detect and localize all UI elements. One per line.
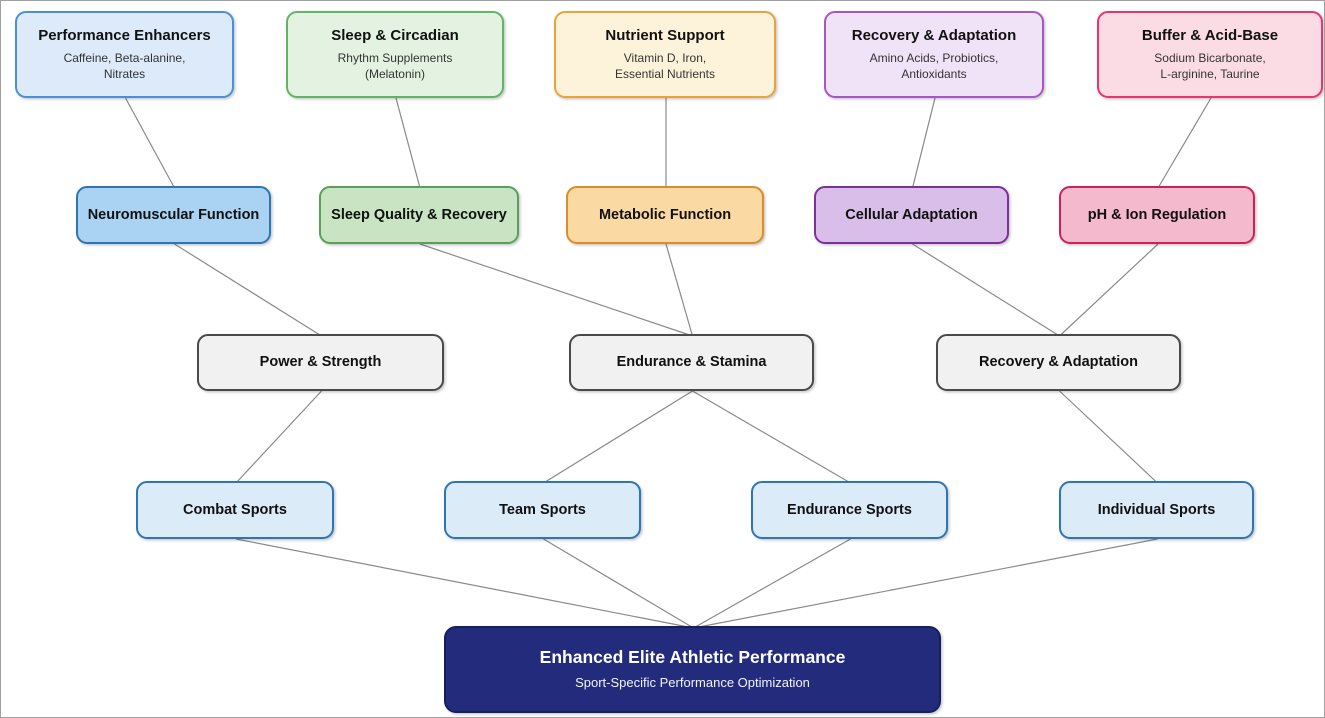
node-title: Buffer & Acid-Base: [1141, 26, 1279, 44]
node-combat-sports: Combat Sports: [136, 481, 334, 539]
node-title: Nutrient Support: [605, 26, 725, 44]
node-endurance-sports: Endurance Sports: [751, 481, 948, 539]
node-neuromuscular-function: Neuromuscular Function: [76, 186, 271, 244]
node-recovery-adaptation-supplements: Recovery & Adaptation Amino Acids, Probi…: [824, 11, 1044, 98]
node-title: Enhanced Elite Athletic Performance: [539, 647, 846, 668]
node-title: Endurance Sports: [787, 501, 912, 518]
node-performance-enhancers: Performance Enhancers Caffeine, Beta-ala…: [15, 11, 234, 98]
node-subtitle: Caffeine, Beta-alanine, Nitrates: [63, 50, 186, 81]
node-title: Team Sports: [499, 501, 586, 518]
node-sleep-circadian: Sleep & Circadian Rhythm Supplements (Me…: [286, 11, 504, 98]
node-title: Power & Strength: [259, 354, 382, 371]
node-buffer-acid-base: Buffer & Acid-Base Sodium Bicarbonate, L…: [1097, 11, 1323, 98]
node-power-strength: Power & Strength: [197, 334, 444, 391]
node-title: Recovery & Adaptation: [979, 354, 1138, 371]
node-title: Sleep Quality & Recovery: [331, 206, 507, 223]
node-cellular-adaptation: Cellular Adaptation: [814, 186, 1009, 244]
node-subtitle: Sodium Bicarbonate, L-arginine, Taurine: [1154, 50, 1266, 81]
node-title: Metabolic Function: [598, 206, 732, 223]
node-subtitle: Sport-Specific Performance Optimization: [575, 675, 810, 691]
node-endurance-stamina: Endurance & Stamina: [569, 334, 814, 391]
node-recovery-adaptation-outcome: Recovery & Adaptation: [936, 334, 1181, 391]
node-title: pH & Ion Regulation: [1087, 206, 1227, 223]
node-sleep-quality-recovery: Sleep Quality & Recovery: [319, 186, 519, 244]
node-enhanced-elite-athletic-performance: Enhanced Elite Athletic Performance Spor…: [444, 626, 941, 713]
node-title: Sleep & Circadian: [331, 26, 459, 44]
node-nutrient-support: Nutrient Support Vitamin D, Iron, Essent…: [554, 11, 776, 98]
node-title: Individual Sports: [1097, 501, 1216, 518]
node-subtitle: Amino Acids, Probiotics, Antioxidants: [869, 50, 999, 81]
node-title: Neuromuscular Function: [87, 206, 260, 223]
node-metabolic-function: Metabolic Function: [566, 186, 764, 244]
node-individual-sports: Individual Sports: [1059, 481, 1254, 539]
node-subtitle: Rhythm Supplements (Melatonin): [337, 50, 453, 81]
node-ph-ion-regulation: pH & Ion Regulation: [1059, 186, 1255, 244]
node-title: Recovery & Adaptation: [851, 26, 1017, 44]
node-team-sports: Team Sports: [444, 481, 641, 539]
node-title: Cellular Adaptation: [845, 206, 978, 223]
node-title: Endurance & Stamina: [616, 354, 767, 371]
node-title: Combat Sports: [183, 501, 287, 518]
node-subtitle: Vitamin D, Iron, Essential Nutrients: [614, 50, 716, 81]
node-title: Performance Enhancers: [38, 26, 211, 44]
